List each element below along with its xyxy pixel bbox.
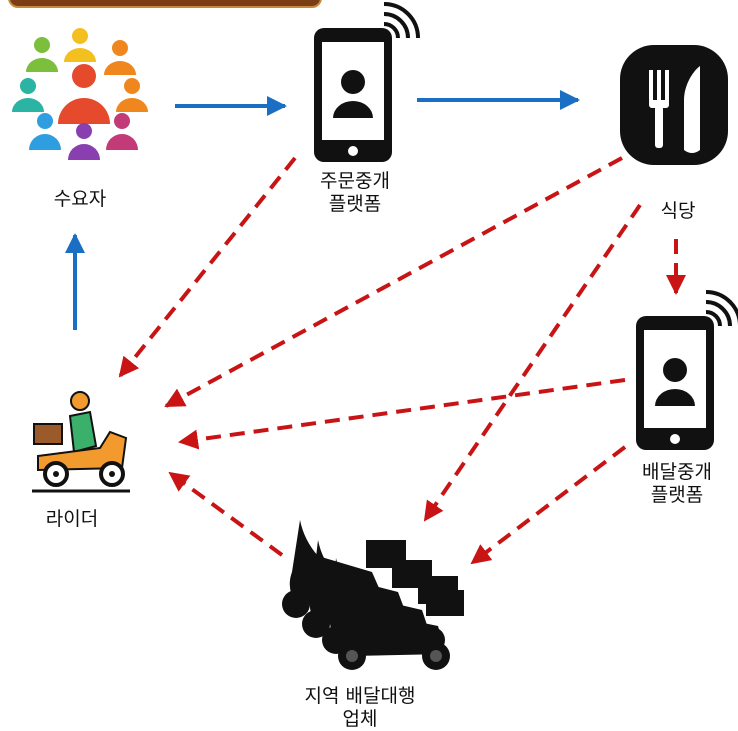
signal-icon [383, 2, 420, 39]
delivery-agency-label-line1: 지역 배달대행 [304, 685, 416, 707]
person-figure [58, 64, 110, 124]
people-crowd-icon [12, 28, 148, 160]
edge-delivery-agency-to-rider [168, 471, 284, 557]
order-platform-label-line1: 주문중개 [320, 170, 390, 192]
person-figure [12, 78, 44, 112]
dashed-arrows [118, 156, 686, 565]
edge-restaurant-to-rider [164, 156, 623, 408]
person-figure [26, 37, 58, 72]
order-platform-label: 주문중개 플랫폼 [300, 170, 410, 216]
delivery-scooter-icon [32, 391, 130, 493]
smartphone-user-icon [314, 2, 420, 162]
order-platform-label-line2: 플랫폼 [328, 193, 382, 215]
edge-order-platform-to-rider [118, 156, 297, 378]
solid-arrows [65, 90, 580, 330]
person-figure [29, 113, 61, 150]
delivery-platform-label: 배달중개 플랫폼 [622, 461, 732, 507]
signal-icon [705, 290, 738, 327]
edge-delivery-platform-to-rider [178, 378, 626, 450]
smartphone-user-icon [636, 290, 738, 450]
delivery-platform-label-line1: 배달중개 [642, 461, 712, 483]
edge-restaurant-to-delivery-agency [423, 203, 642, 522]
knife-icon [684, 66, 700, 153]
delivery-agency-label: 지역 배달대행 업체 [280, 685, 440, 731]
edge-delivery-platform-to-delivery-agency [470, 445, 627, 565]
person-figure [106, 113, 138, 150]
person-figure [116, 78, 148, 112]
fork-icon [649, 70, 669, 148]
consumer-label: 수요자 [53, 188, 107, 210]
person-figure [68, 123, 100, 160]
fork-knife-icon [620, 45, 728, 165]
delivery-agency-label-line2: 업체 [342, 708, 378, 730]
person-figure [104, 40, 136, 75]
person-figure [64, 28, 96, 62]
rider-label: 라이더 [45, 508, 99, 530]
scooter-fleet-icon [282, 520, 464, 670]
restaurant-label: 식당 [660, 200, 696, 222]
delivery-platform-label-line2: 플랫폼 [650, 484, 704, 506]
